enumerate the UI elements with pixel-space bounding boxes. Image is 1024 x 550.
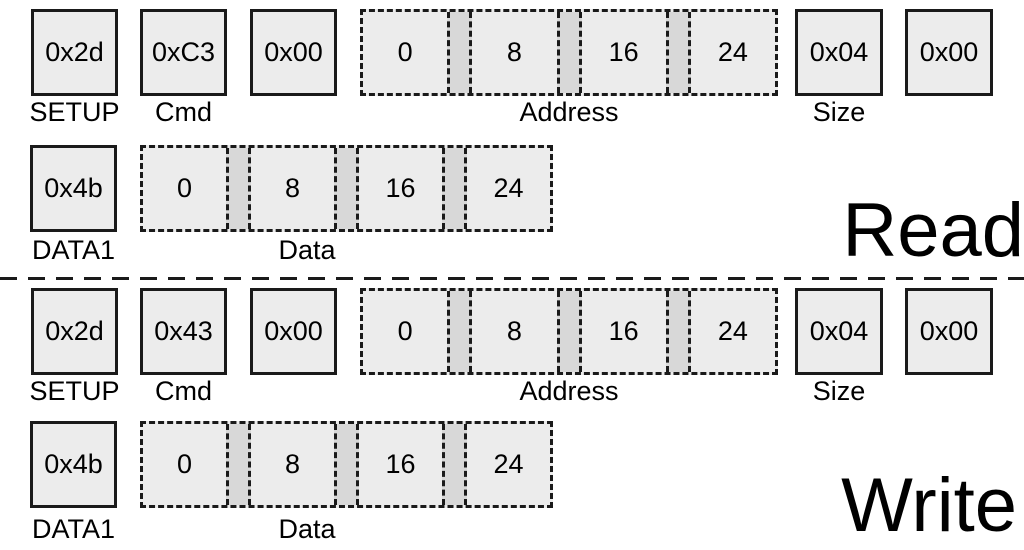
field-label-cmd: Cmd (154, 376, 212, 406)
byte-offset-cell: 24 (493, 173, 524, 203)
byte-separator-band (447, 12, 473, 93)
byte-value: 0x4b (44, 449, 103, 479)
read-address-field: 0 8 16 24 (360, 9, 778, 96)
write-data-field: 0 8 16 24 (140, 421, 553, 508)
field-label-setup: SETUP (29, 97, 120, 127)
byte-offset-cell: 8 (284, 449, 301, 479)
field-label-size: Size (812, 376, 866, 406)
byte-value: 0x04 (809, 316, 869, 346)
field-label-setup: SETUP (29, 376, 120, 406)
byte-separator-band (442, 148, 467, 229)
byte-offset-cell: 8 (506, 37, 522, 67)
byte-separator-band (447, 291, 473, 372)
section-divider (0, 277, 1024, 280)
write-pad-byte-box-2: 0x00 (905, 288, 993, 375)
byte-value: 0x04 (809, 37, 869, 67)
read-cmd-byte-box: 0xC3 (140, 9, 227, 96)
read-pad-byte-box: 0x00 (250, 9, 337, 96)
field-label-cmd: Cmd (154, 97, 212, 127)
byte-separator-band (665, 291, 691, 372)
byte-separator-band (665, 12, 691, 93)
byte-offset-cell: 16 (608, 316, 639, 346)
byte-value: 0x00 (919, 37, 979, 67)
byte-offset-cell: 0 (397, 37, 413, 67)
field-label-data: Data (278, 235, 336, 265)
byte-value: 0x43 (154, 316, 213, 346)
byte-separator-band (556, 12, 582, 93)
field-label-address: Address (519, 376, 619, 406)
byte-separator-band (334, 424, 359, 505)
read-pad-byte-box-2: 0x00 (905, 9, 993, 96)
write-address-field: 0 8 16 24 (360, 288, 778, 375)
read-setup-byte-box: 0x2d (31, 9, 118, 96)
byte-offset-cell: 16 (385, 449, 416, 479)
write-size-byte-box: 0x04 (795, 288, 883, 375)
write-pad-byte-box: 0x00 (250, 288, 337, 375)
byte-offset-cell: 0 (397, 316, 413, 346)
write-section-title: Write (841, 463, 1017, 548)
field-label-data: Data (278, 514, 336, 544)
byte-offset-cell: 16 (385, 173, 416, 203)
byte-value: 0x2d (45, 37, 104, 67)
field-label-address: Address (519, 97, 619, 127)
read-size-byte-box: 0x04 (795, 9, 883, 96)
byte-separator-band (442, 424, 467, 505)
byte-separator-band (226, 424, 251, 505)
byte-offset-cell: 8 (506, 316, 522, 346)
byte-value: 0x4b (44, 173, 103, 203)
byte-separator-band (556, 291, 582, 372)
read-data1-byte-box: 0x4b (30, 145, 117, 232)
byte-offset-cell: 24 (493, 449, 524, 479)
byte-offset-cell: 8 (284, 173, 301, 203)
byte-offset-cell: 0 (176, 173, 193, 203)
write-data1-byte-box: 0x4b (30, 421, 117, 508)
write-setup-byte-box: 0x2d (31, 288, 118, 375)
byte-separator-band (334, 148, 359, 229)
byte-value: 0x00 (919, 316, 979, 346)
write-cmd-byte-box: 0x43 (140, 288, 227, 375)
byte-value: 0x2d (45, 316, 104, 346)
byte-offset-cell: 0 (176, 449, 193, 479)
field-label-data1: DATA1 (31, 514, 116, 544)
byte-offset-cell: 24 (717, 37, 748, 67)
byte-value: 0x00 (264, 316, 323, 346)
field-label-data1: DATA1 (31, 235, 116, 265)
byte-offset-cell: 16 (608, 37, 639, 67)
field-label-size: Size (812, 97, 866, 127)
read-section-title: Read (842, 188, 1024, 273)
read-data-field: 0 8 16 24 (140, 145, 553, 232)
byte-separator-band (226, 148, 251, 229)
byte-value: 0x00 (264, 37, 323, 67)
byte-offset-cell: 24 (717, 316, 748, 346)
byte-value: 0xC3 (151, 37, 216, 67)
